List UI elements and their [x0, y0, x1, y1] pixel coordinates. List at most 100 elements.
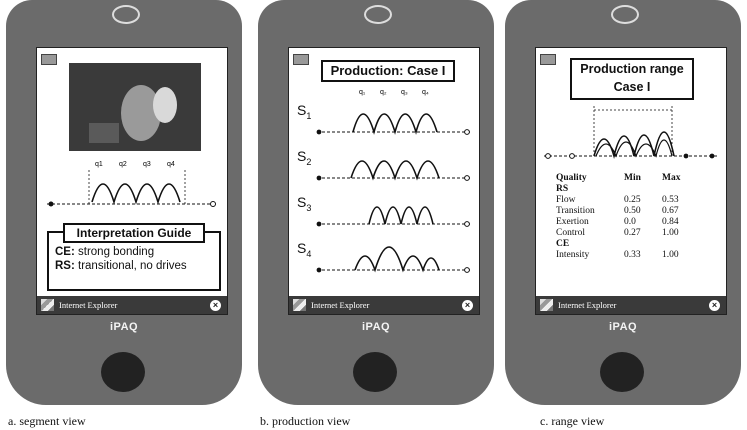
screen: Production: Case I q₁ q₂ q₃ q₄ S1 S2 S3 … [288, 47, 480, 315]
screen: Production range Case I Quality Min Max … [535, 47, 727, 315]
taskbar-app-label: Internet Explorer [59, 300, 118, 310]
row-label-s2-letter: S [297, 148, 307, 164]
guide-key-ce: CE: [55, 246, 75, 258]
table-header: Quality [556, 172, 587, 183]
max-cell: 1.00 [662, 249, 679, 260]
navigation-pad[interactable] [101, 352, 145, 392]
row-label-s1-sub: 1 [306, 110, 312, 121]
taskbar-app-label: Internet Explorer [311, 300, 370, 310]
max-cell: 0.53 [662, 194, 679, 205]
row-label-s2: S2 [297, 148, 311, 167]
row-label-s3: S3 [297, 194, 311, 213]
segment-label-q2: q2 [119, 161, 127, 168]
video-frame [69, 63, 201, 151]
segment-label-q3: q3 [143, 161, 151, 168]
brand-label: iPAQ [609, 321, 638, 333]
min-cell: 0.25 [624, 194, 641, 205]
segment-waveform: q1 q2 q3 q4 [47, 161, 217, 207]
production-title: Production: Case I [321, 60, 455, 82]
table-header: Max [662, 172, 681, 183]
q-label-2: q₂ [380, 89, 387, 96]
guide-line-ce: CE: strong bonding [49, 245, 219, 259]
device-range-view: Production range Case I Quality Min Max … [505, 0, 741, 405]
caption-range-view: c. range view [540, 414, 605, 428]
screen: q1 q2 q3 q4 Interpretation Guide CE: str… [36, 47, 228, 315]
keyboard-icon[interactable] [293, 54, 309, 65]
row-label-s4-letter: S [297, 240, 307, 256]
taskbar: Internet Explorer × [536, 296, 726, 314]
range-title-line1: Production range [580, 62, 684, 76]
taskbar: Internet Explorer × [37, 296, 227, 314]
close-icon[interactable]: × [210, 299, 221, 311]
hp-logo [364, 5, 392, 24]
quality-cell: Control [556, 227, 586, 238]
quality-cell: Flow [556, 194, 576, 205]
table-row: Intensity 0.33 1.00 [556, 249, 684, 260]
guide-title: Interpretation Guide [63, 223, 205, 243]
guide-line-rs: RS: transitional, no drives [49, 259, 219, 273]
row-label-s2-sub: 2 [306, 156, 312, 167]
q-labels: q₁ q₂ q₃ q₄ [359, 89, 429, 96]
table-header: Min [624, 172, 641, 183]
group-label: RS [556, 183, 569, 194]
guide-text-rs: transitional, no drives [74, 260, 187, 272]
interpretation-guide: Interpretation Guide CE: strong bonding … [47, 223, 221, 291]
hp-logo [112, 5, 140, 24]
windows-start-icon[interactable] [540, 299, 553, 311]
quality-cell: Intensity [556, 249, 590, 260]
navigation-pad[interactable] [600, 352, 644, 392]
min-cell: 0.0 [624, 216, 636, 227]
guide-text-ce: strong bonding [74, 246, 155, 258]
q-label-4: q₄ [422, 89, 429, 96]
min-cell: 0.33 [624, 249, 641, 260]
close-icon[interactable]: × [709, 299, 720, 311]
windows-start-icon[interactable] [293, 299, 306, 311]
guide-key-rs: RS: [55, 260, 75, 272]
caption-segment-view: a. segment view [8, 414, 86, 428]
range-waveform [544, 106, 718, 160]
keyboard-icon[interactable] [540, 54, 556, 65]
production-waveforms [316, 113, 471, 273]
q-label-3: q₃ [401, 89, 408, 96]
row-label-s1-letter: S [297, 102, 307, 118]
group-label: CE [556, 238, 570, 249]
range-table: Quality Min Max RS Flow 0.25 0.53 Transi… [556, 172, 684, 260]
device-segment-view: q1 q2 q3 q4 Interpretation Guide CE: str… [6, 0, 242, 405]
close-icon[interactable]: × [462, 299, 473, 311]
table-row: Flow 0.25 0.53 [556, 194, 684, 205]
row-label-s4-sub: 4 [306, 248, 312, 259]
group-row-rs: RS [556, 183, 684, 194]
quality-cell: Exertion [556, 216, 589, 227]
min-cell: 0.50 [624, 205, 641, 216]
range-title-line2: Case I [613, 80, 651, 94]
waveform-s4 [316, 246, 471, 273]
q-label-1: q₁ [359, 89, 366, 96]
max-cell: 0.67 [662, 205, 679, 216]
max-cell: 0.84 [662, 216, 679, 227]
range-title: Production range Case I [570, 58, 694, 100]
caption-production-view: b. production view [260, 414, 351, 428]
keyboard-icon[interactable] [41, 54, 57, 65]
brand-label: iPAQ [362, 321, 391, 333]
table-header-row: Quality Min Max [556, 172, 684, 183]
quality-cell: Transition [556, 205, 595, 216]
row-label-s3-letter: S [297, 194, 307, 210]
navigation-pad[interactable] [353, 352, 397, 392]
table-row: Transition 0.50 0.67 [556, 205, 684, 216]
hp-logo [611, 5, 639, 24]
waveform-s3 [316, 206, 471, 227]
min-cell: 0.27 [624, 227, 641, 238]
waveform-s2 [316, 160, 471, 181]
windows-start-icon[interactable] [41, 299, 54, 311]
row-label-s1: S1 [297, 102, 311, 121]
max-cell: 1.00 [662, 227, 679, 238]
segment-label-q1: q1 [95, 161, 103, 168]
taskbar: Internet Explorer × [289, 296, 479, 314]
row-label-s4: S4 [297, 240, 311, 259]
row-label-s3-sub: 3 [306, 202, 312, 213]
taskbar-app-label: Internet Explorer [558, 300, 617, 310]
table-row: Control 0.27 1.00 [556, 227, 684, 238]
table-row: Exertion 0.0 0.84 [556, 216, 684, 227]
brand-label: iPAQ [110, 321, 139, 333]
device-production-view: Production: Case I q₁ q₂ q₃ q₄ S1 S2 S3 … [258, 0, 494, 405]
